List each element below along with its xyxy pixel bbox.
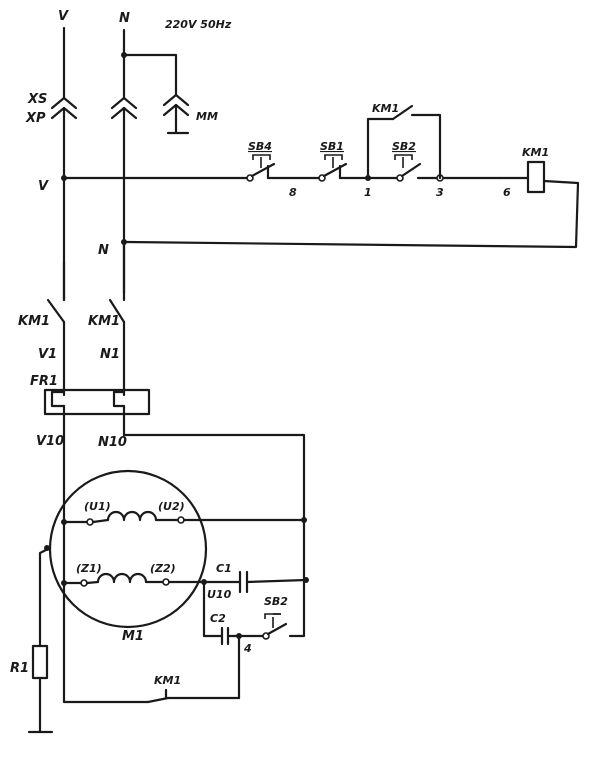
node-n1-label: N1: [100, 347, 120, 362]
node-4-label: 4: [243, 642, 252, 655]
start-capacitor-label: C2: [210, 612, 226, 625]
node-v-label: V: [38, 179, 49, 194]
node-n-label: N: [98, 243, 109, 258]
holding-contact-km1: [366, 104, 442, 180]
start-button-label: SB2: [392, 140, 416, 153]
overload-relay-label: FR1: [30, 374, 58, 389]
supply-rating: 220V 50Hz: [165, 18, 232, 31]
node-v10-label: V10: [36, 434, 64, 449]
resistor-r1: [31, 644, 49, 680]
stop-button-label: SB4: [248, 140, 272, 153]
wire-sb2-right: [288, 578, 306, 638]
wire-ground-r1: [38, 546, 52, 648]
main-contact-km1-n: [108, 298, 126, 397]
supply-line-label: V: [58, 9, 69, 24]
node-u10-label: U10: [207, 588, 232, 601]
aux-winding-end-label: (Z2): [150, 562, 176, 575]
connector-plug-label: XP: [25, 111, 46, 126]
coil-km1: [526, 160, 546, 194]
node-6-label: 6: [503, 186, 511, 199]
button-sb1-label: SB1: [320, 140, 344, 153]
wire-u10-down: [202, 580, 224, 638]
supply-neutral-label: N: [119, 11, 130, 26]
connector-ground: [162, 93, 190, 135]
aux-contact-label: KM1: [154, 674, 181, 687]
main-contact-v-label: KM1: [18, 314, 50, 329]
coil-label: KM1: [522, 146, 549, 159]
node-1-label: 1: [364, 186, 372, 199]
main-winding: [91, 510, 180, 524]
main-winding-end-label: (U2): [158, 500, 185, 513]
node-3-label: 3: [436, 186, 444, 199]
start-circuit-button-label: SB2: [264, 595, 288, 608]
main-contact-n-label: KM1: [88, 314, 120, 329]
connector-socket-label: XS: [27, 92, 47, 107]
junction-u2-n10: [301, 517, 307, 523]
main-contact-km1-v: [46, 260, 66, 397]
button-sb1: [318, 154, 348, 182]
wire-coil-return: [122, 179, 580, 249]
node-8-label: 8: [289, 186, 297, 199]
stop-button-sb4: [246, 154, 276, 182]
connector-ground-label: MM: [196, 110, 218, 123]
wire-c1-right: [245, 578, 308, 584]
aux-contact-km1: [146, 696, 170, 704]
node-v1-label: V1: [38, 347, 57, 362]
run-capacitor-label: C1: [216, 562, 232, 575]
holding-contact-label: KM1: [372, 102, 399, 115]
wire-n10-right: [122, 433, 306, 582]
node-n10-label: N10: [98, 435, 127, 450]
aux-winding: [85, 572, 165, 585]
aux-winding-start-label: (Z1): [76, 562, 102, 575]
start-button-sb2: [394, 154, 422, 182]
resistor-label: R1: [10, 661, 29, 676]
motor-label: M1: [122, 629, 144, 644]
main-winding-start-label: (U1): [84, 500, 111, 513]
overload-relay-fr1: [43, 388, 151, 416]
wire-km1-aux-left: [62, 698, 150, 704]
motor-m1: [48, 469, 208, 629]
wire-ground-branch: [122, 53, 178, 97]
start-circuit-button-sb2: [262, 613, 288, 640]
